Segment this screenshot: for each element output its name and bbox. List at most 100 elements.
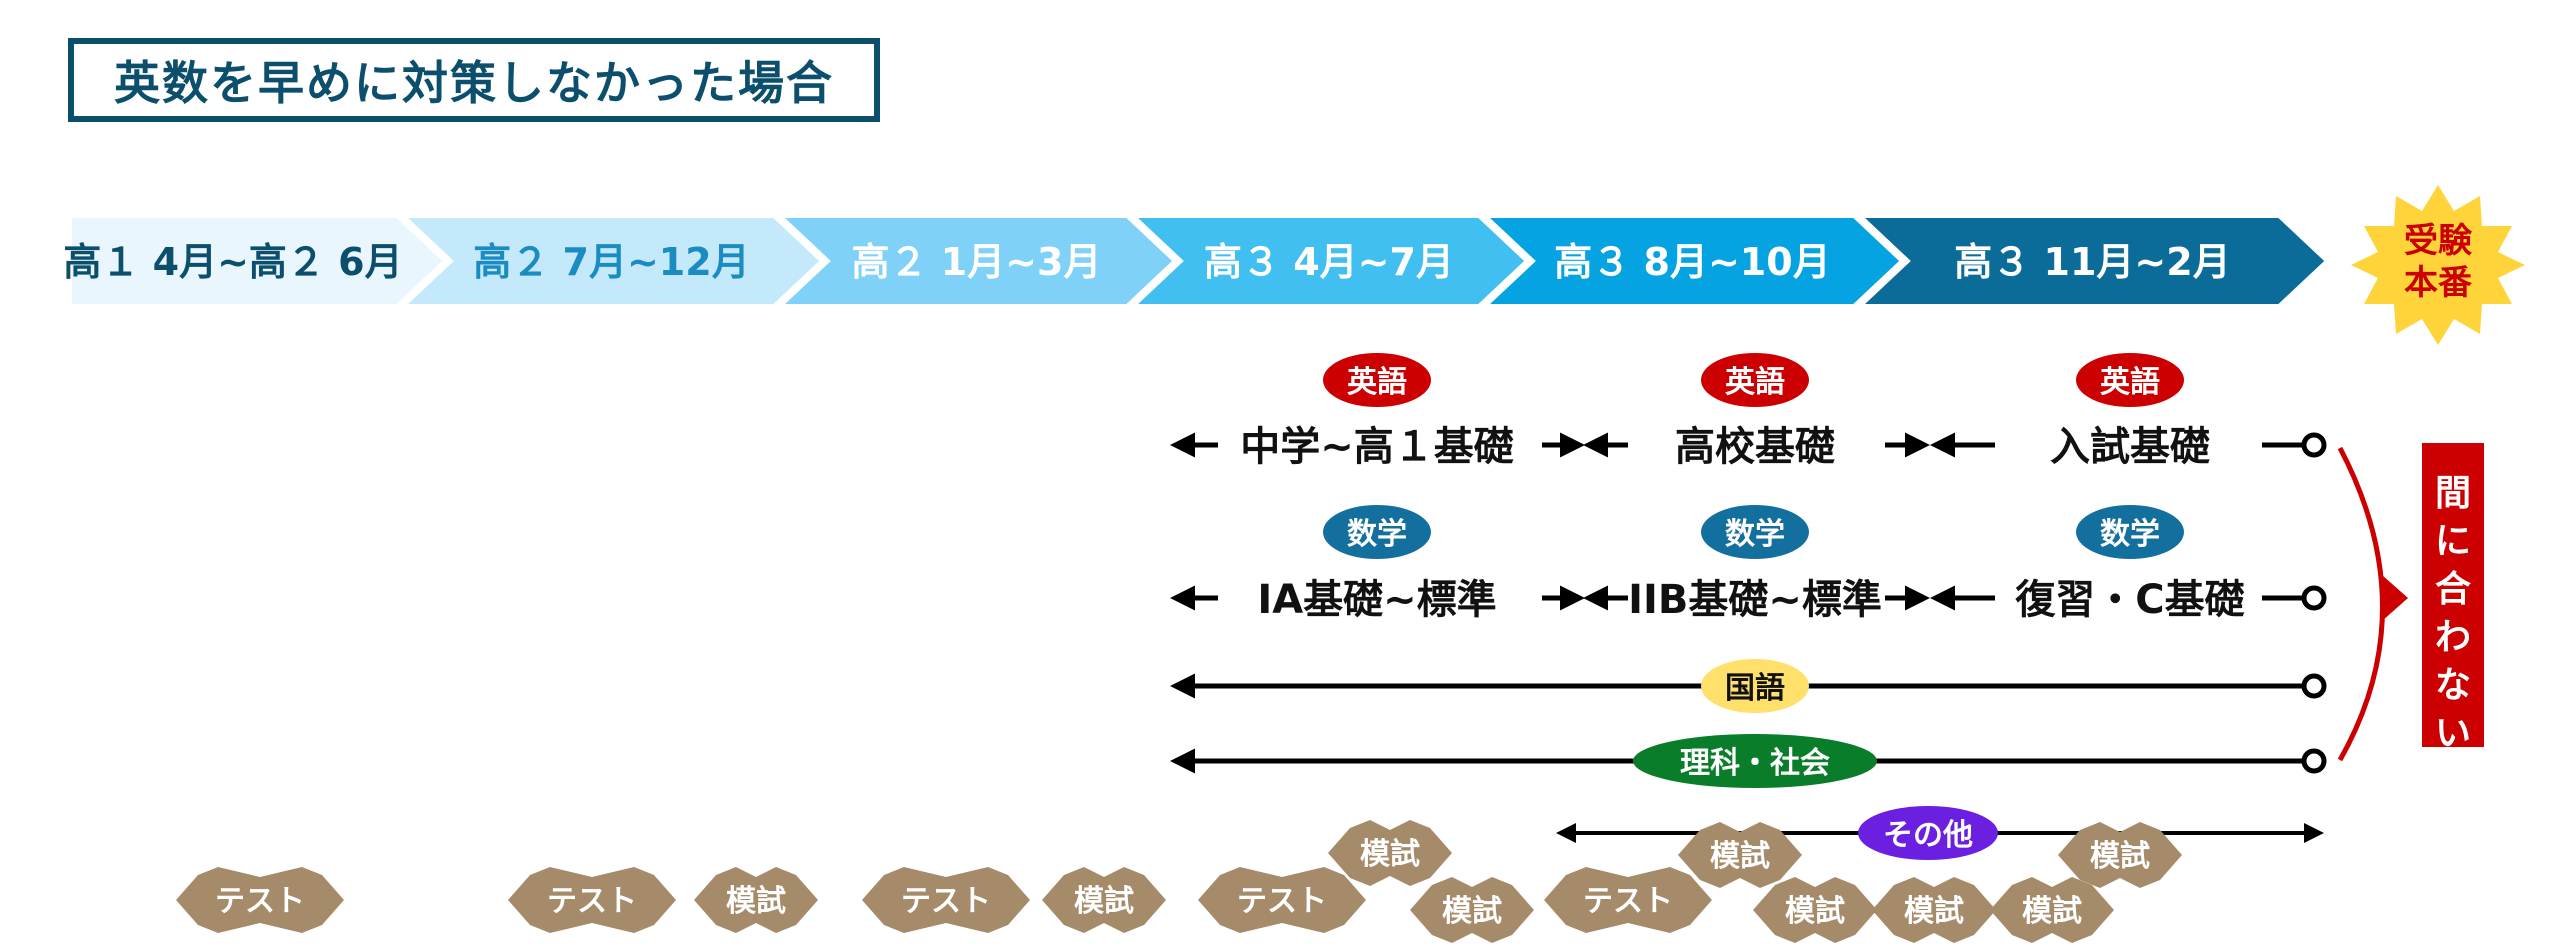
kokugo-tag xyxy=(1701,659,1809,713)
math-stage-1: IA基礎~標準 xyxy=(1257,577,1496,623)
timeline-segment-1: 高１ 4月~高２ 6月 xyxy=(63,210,454,312)
event-label: テスト xyxy=(547,884,637,919)
event-marker-13: 模試 xyxy=(1990,877,2114,943)
english-tag-3: 英語 xyxy=(2076,353,2184,407)
other-row: その他 xyxy=(1556,806,2324,860)
event-badge xyxy=(1410,877,1534,943)
timeline-segment-2: 高２ 7月~12月 xyxy=(387,210,831,312)
event-marker-4: テスト xyxy=(862,867,1030,933)
kokugo-tag-label: 国語 xyxy=(1725,671,1785,706)
late-label-char: な xyxy=(2435,665,2471,706)
kokugo-row: 国語 xyxy=(1170,659,2327,713)
bracket-arrow-icon xyxy=(2382,575,2408,621)
late-label-char: わ xyxy=(2435,617,2471,658)
event-label: テスト xyxy=(1583,884,1673,919)
event-marker-5: 模試 xyxy=(1042,867,1166,933)
exam-badge-line1: 受験 xyxy=(2404,221,2473,261)
event-label: 模試 xyxy=(1074,884,1134,919)
event-badge xyxy=(1198,867,1366,933)
event-marker-8: 模試 xyxy=(1410,877,1534,943)
event-marker-1: テスト xyxy=(176,867,344,933)
math-end-circle xyxy=(2301,585,2327,611)
event-badge xyxy=(1678,822,1802,888)
event-label: 模試 xyxy=(1442,894,1502,929)
english-tag-1: 英語 xyxy=(1323,353,1431,407)
title-box: 英数を早めに対策しなかった場合 xyxy=(68,38,880,122)
event-marker-9: テスト xyxy=(1544,867,1712,933)
timeline-label: 高２ 7月~12月 xyxy=(473,240,749,284)
event-label: 模試 xyxy=(2022,894,2082,929)
event-label: テスト xyxy=(1237,884,1327,919)
english-tag-label: 英語 xyxy=(1347,365,1407,400)
math-tag-2: 数学 xyxy=(1701,505,1809,559)
timeline-label: 高１ 4月~高２ 6月 xyxy=(63,240,402,284)
english-stage-2: 高校基礎 xyxy=(1675,424,1835,470)
event-badge xyxy=(1544,867,1712,933)
late-label-box xyxy=(2422,443,2484,747)
event-label: 模試 xyxy=(1904,894,1964,929)
other-tag-label: その他 xyxy=(1883,818,1973,853)
english-stage-1: 中学~高１基礎 xyxy=(1240,424,1514,470)
math-tag-label: 数学 xyxy=(2100,517,2160,552)
event-label: 模試 xyxy=(726,884,786,919)
late-label-char: い xyxy=(2435,713,2471,754)
event-badge xyxy=(862,867,1030,933)
event-label: 模試 xyxy=(1710,839,1770,874)
timeline-segment-6: 高３ 11月~2月 xyxy=(1844,210,2336,312)
event-marker-3: 模試 xyxy=(694,867,818,933)
timeline-label: 高３ 8月~10月 xyxy=(1554,240,1830,284)
event-marker-14: 模試 xyxy=(2058,822,2182,888)
english-end-circle xyxy=(2301,432,2327,458)
timeline-chevrons: 高１ 4月~高２ 6月 高２ 7月~12月 高２ 1月~3月 高３ 4月~7月 高３ 8… xyxy=(63,210,2336,312)
science-social-end-circle xyxy=(2301,748,2327,774)
event-label: 模試 xyxy=(2090,839,2150,874)
event-marker-10: 模試 xyxy=(1678,822,1802,888)
event-badge xyxy=(1753,877,1877,943)
event-badge xyxy=(176,867,344,933)
math-tag-label: 数学 xyxy=(1347,517,1407,552)
late-label-char: に xyxy=(2435,521,2471,562)
event-markers: テストテスト模試テスト模試テスト模試模試テスト模試模試模試模試模試 xyxy=(176,820,2182,943)
english-stage-3: 入試基礎 xyxy=(2050,424,2210,470)
event-badge xyxy=(1328,820,1452,886)
late-label-char: 間 xyxy=(2435,473,2471,514)
english-tag-label: 英語 xyxy=(2100,365,2160,400)
event-marker-7: 模試 xyxy=(1328,820,1452,886)
event-badge xyxy=(1872,877,1996,943)
timeline-segment-4: 高３ 4月~7月 xyxy=(1117,210,1536,312)
event-label: 模試 xyxy=(1360,837,1420,872)
timeline-label: 高３ 4月~7月 xyxy=(1204,240,1454,284)
math-stage-3: 復習・C基礎 xyxy=(2014,577,2244,623)
exam-badge: 受験 本番 xyxy=(2351,185,2525,345)
science-social-row: 理科・社会 xyxy=(1170,734,2327,788)
math-tag-3: 数学 xyxy=(2076,505,2184,559)
page-title: 英数を早めに対策しなかった場合 xyxy=(114,56,834,110)
event-badge xyxy=(1990,877,2114,943)
kokugo-end-circle xyxy=(2301,673,2327,699)
exam-badge-line2: 本番 xyxy=(2404,263,2473,303)
event-badge xyxy=(694,867,818,933)
timeline-segment-5: 高３ 8月~10月 xyxy=(1469,210,1911,312)
math-row: 数学 数学 数学 IA基礎~標準 IIB基礎~標準 復習・C基礎 xyxy=(1170,505,2327,623)
science-social-tag xyxy=(1633,734,1877,788)
other-tag xyxy=(1858,806,1998,860)
event-label: テスト xyxy=(215,884,305,919)
english-tag-2: 英語 xyxy=(1701,353,1809,407)
event-marker-6: テスト xyxy=(1198,867,1366,933)
math-stage-2: IIB基礎~標準 xyxy=(1628,577,1882,623)
late-label-char: 合 xyxy=(2435,569,2471,610)
timeline-segment-3: 高２ 1月~3月 xyxy=(764,210,1184,312)
exam-star-icon xyxy=(2351,185,2525,345)
event-marker-12: 模試 xyxy=(1872,877,1996,943)
event-label: テスト xyxy=(901,884,991,919)
math-tag-label: 数学 xyxy=(1725,517,1785,552)
event-label: 模試 xyxy=(1785,894,1845,929)
timeline-chevron xyxy=(1844,210,2336,312)
english-row: 英語 英語 英語 中学~高１基礎 高校基礎 入試基礎 xyxy=(1170,353,2327,470)
timeline-label: 高２ 1月~3月 xyxy=(852,240,1102,284)
bracket-line xyxy=(2337,446,2385,762)
